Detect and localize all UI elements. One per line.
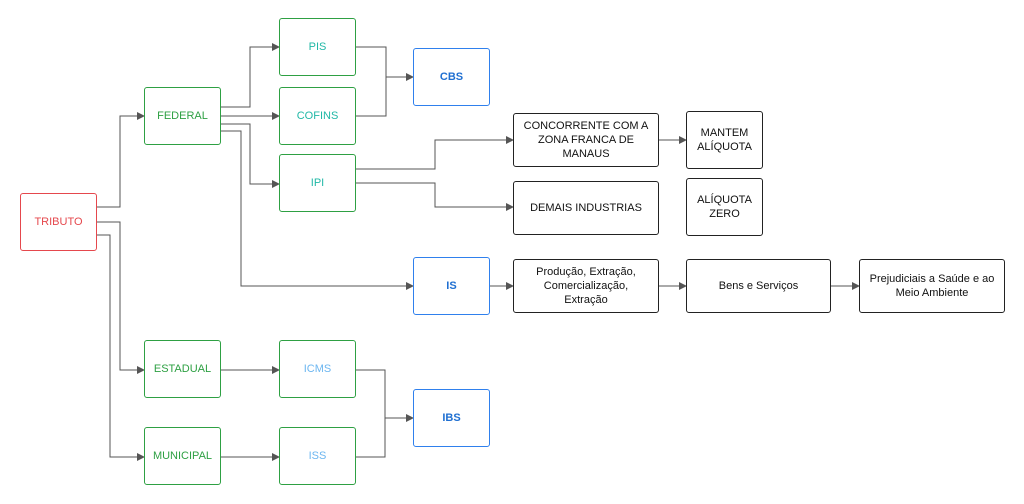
edge-pis-cbs <box>355 46 414 81</box>
node-concorrente[interactable]: CONCORRENTE COM A ZONA FRANCA DE MANAUS <box>513 113 659 167</box>
edge-federal-pis <box>221 43 280 108</box>
node-mantem[interactable]: MANTEM ALÍQUOTA <box>686 111 763 169</box>
node-federal[interactable]: FEDERAL <box>144 87 221 145</box>
node-cbs[interactable]: CBS <box>413 48 490 106</box>
node-tributo[interactable]: TRIBUTO <box>20 193 97 251</box>
node-prejudiciais[interactable]: Prejudiciais a Saúde e ao Meio Ambiente <box>859 259 1005 313</box>
node-aliquota-zero[interactable]: ALÍQUOTA ZERO <box>686 178 763 236</box>
edge-cofins-cbs <box>355 77 387 117</box>
node-iss[interactable]: ISS <box>279 427 356 485</box>
node-estadual[interactable]: ESTADUAL <box>144 340 221 398</box>
node-is[interactable]: IS <box>413 257 490 315</box>
edge-iss-ibs <box>355 418 386 458</box>
edge-icms-ibs <box>355 369 414 422</box>
edge-tributo-estadual <box>97 221 145 374</box>
node-demais[interactable]: DEMAIS INDUSTRIAS <box>513 181 659 235</box>
node-producao[interactable]: Produção, Extração, Comercialização, Ext… <box>513 259 659 313</box>
node-ipi[interactable]: IPI <box>279 154 356 212</box>
edge-federal-is <box>221 130 414 290</box>
edge-federal-ipi <box>221 123 280 188</box>
node-icms[interactable]: ICMS <box>279 340 356 398</box>
edge-tributo-federal <box>97 112 145 208</box>
node-ibs[interactable]: IBS <box>413 389 490 447</box>
edge-tributo-municipal <box>97 234 145 461</box>
edge-ipi-demais <box>355 182 514 211</box>
node-bens[interactable]: Bens e Serviços <box>686 259 831 313</box>
node-municipal[interactable]: MUNICIPAL <box>144 427 221 485</box>
node-pis[interactable]: PIS <box>279 18 356 76</box>
node-cofins[interactable]: COFINS <box>279 87 356 145</box>
edge-ipi-concorrente <box>355 136 514 170</box>
